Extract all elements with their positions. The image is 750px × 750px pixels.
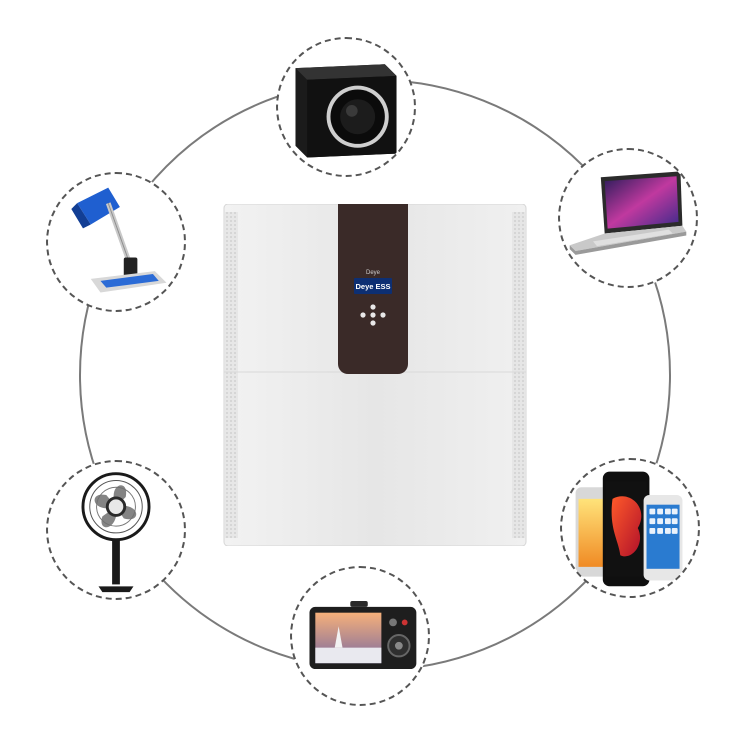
- left-button-icon: [360, 312, 366, 318]
- desk-lamp-node: [46, 172, 186, 312]
- right-button-icon: [380, 312, 386, 318]
- camera-icon: [309, 601, 417, 670]
- screen-label: Deye ESS: [355, 282, 390, 291]
- speaker-node: [276, 37, 416, 177]
- enter-button-icon: [370, 312, 376, 318]
- brand-label: Deye: [366, 270, 381, 276]
- energy-storage-unit: Deye Deye ESS: [222, 204, 528, 546]
- up-button-icon: [370, 304, 376, 310]
- speaker-icon: [295, 64, 397, 158]
- camera-node: [290, 566, 430, 706]
- fan-node: [46, 460, 186, 600]
- laptop-node: [558, 148, 698, 288]
- display-screen: [354, 278, 392, 294]
- smartphones-icon: [575, 471, 683, 587]
- fan-icon: [81, 472, 151, 593]
- down-button-icon: [370, 320, 376, 326]
- laptop-icon: [569, 171, 687, 255]
- unit-illustration: Deye Deye ESS: [223, 204, 527, 546]
- smartphones-node: [560, 458, 700, 598]
- desk-lamp-icon: [71, 187, 167, 293]
